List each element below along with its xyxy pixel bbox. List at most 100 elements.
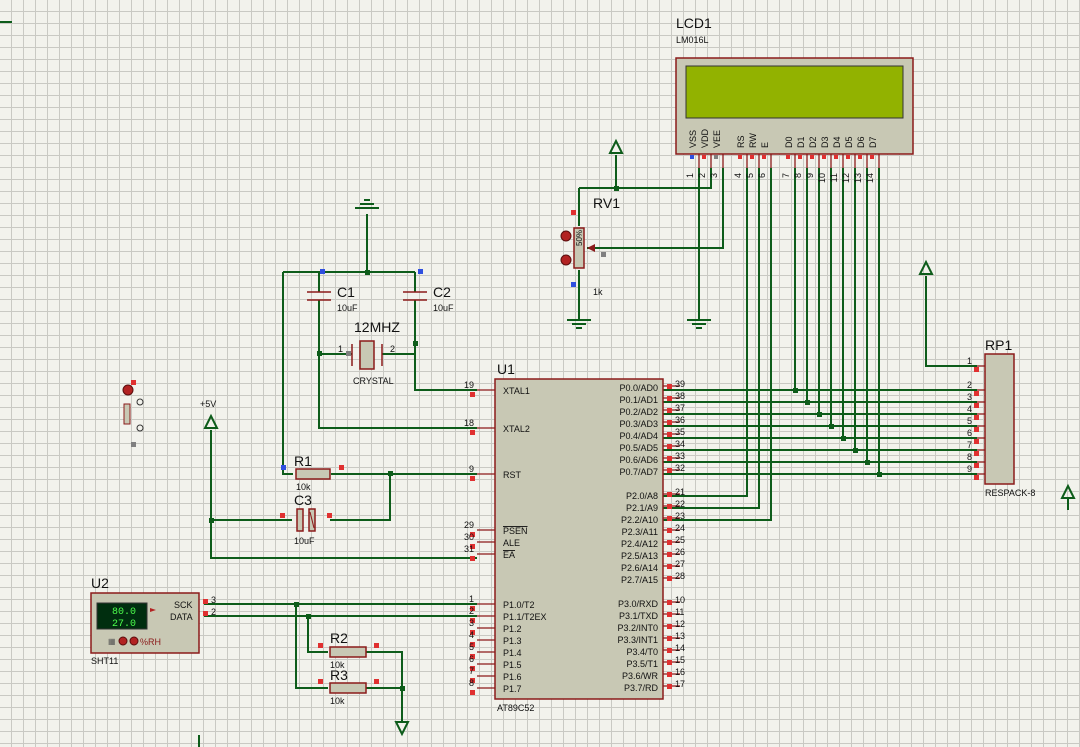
rp1-pin-number: 9 <box>967 464 972 474</box>
rv1-up-button[interactable] <box>560 230 572 242</box>
u1-pin-name: PSEN <box>503 526 528 536</box>
u2-up-button[interactable] <box>129 636 139 646</box>
c3-capacitor[interactable]: C3 10uF <box>280 492 332 546</box>
pin-marker <box>974 403 979 408</box>
lcd-pin-number: 2 <box>697 173 707 178</box>
pin-marker <box>667 540 672 545</box>
rp1-pin-number: 8 <box>967 452 972 462</box>
pin-marker <box>667 612 672 617</box>
u1-pin-name: P2.1/A9 <box>626 503 658 513</box>
pin-marker <box>470 476 475 481</box>
pin-marker <box>327 513 332 518</box>
pin-marker <box>470 532 475 537</box>
pin-marker <box>667 504 672 509</box>
pin-marker <box>667 408 672 413</box>
u1-pin-number: 4 <box>469 630 474 640</box>
lcd-pin-label: VEE <box>712 130 722 148</box>
crystal-pin1: 1 <box>338 344 343 354</box>
u1-pin-number: 2 <box>469 606 474 616</box>
pin-marker <box>667 396 672 401</box>
r2-resistor[interactable]: R2 10k <box>318 630 379 670</box>
u1-pin-name: P2.6/A14 <box>621 563 658 573</box>
rp1-ref: RP1 <box>985 337 1012 353</box>
u1-microcontroller[interactable]: U1 AT89C52 19XTAL118XTAL29RST29PSEN30ALE… <box>464 361 685 713</box>
pin-marker <box>320 269 325 274</box>
u1-pin-number: 11 <box>675 607 684 617</box>
u1-pin-number: 38 <box>675 391 685 401</box>
pin-marker <box>667 684 672 689</box>
pin-marker <box>667 624 672 629</box>
u1-pin-name: P1.2 <box>503 624 522 634</box>
u2-pin-data: DATA <box>170 612 193 622</box>
u1-pin-number: 3 <box>469 618 474 628</box>
lcd-pin-number: 7 <box>781 173 791 178</box>
pin-marker <box>667 528 672 533</box>
u1-pin-name: ALE <box>503 538 520 548</box>
u1-pin-number: 36 <box>675 415 685 425</box>
u1-pin-number: 6 <box>469 654 474 664</box>
lcd-pin-number: 14 <box>865 173 875 183</box>
u2-sensor[interactable]: U2 80.0 27.0 ▦ %RH SCK DATA 3 2 SHT11 <box>90 575 216 666</box>
pin-marker <box>470 430 475 435</box>
rv1-potentiometer[interactable]: RV1 50% 1k <box>560 195 620 297</box>
u1-pin-name: RST <box>503 470 522 480</box>
lcd-pin-label: D5 <box>844 136 854 148</box>
c2-capacitor[interactable]: C2 10uF <box>403 269 454 313</box>
rp1-body <box>984 353 1015 485</box>
pin-marker <box>974 367 979 372</box>
u1-pin-number: 10 <box>675 595 685 605</box>
lcd-ref: LCD1 <box>676 15 712 31</box>
u1-pin-number: 25 <box>675 535 685 545</box>
r1-resistor[interactable]: R1 10k <box>281 453 344 492</box>
u1-pin-name: P1.7 <box>503 684 522 694</box>
c1-capacitor[interactable]: C1 10uF <box>307 269 358 313</box>
c2-value: 10uF <box>433 303 454 313</box>
lcd-pins: VSS1VDD2VEE3RS4RW5E6D07D18D29D310D411D51… <box>685 128 880 183</box>
pin-marker <box>714 155 718 159</box>
r2-value: 10k <box>330 660 345 670</box>
lcd-pin-label: D1 <box>796 136 806 148</box>
u1-pin-name: P3.3/INT1 <box>617 635 658 645</box>
ground-arrow-icon <box>394 721 410 737</box>
u1-pin-number: 14 <box>675 643 685 653</box>
c2-ref: C2 <box>433 284 451 300</box>
u1-body <box>494 378 664 700</box>
lcd-pin-label: VDD <box>700 128 710 148</box>
pin-marker <box>470 666 475 671</box>
pin-marker <box>418 269 423 274</box>
pin-marker <box>667 660 672 665</box>
u1-pin-name: P3.1/TXD <box>619 611 659 621</box>
pin-marker <box>974 391 979 396</box>
pin-marker <box>974 415 979 420</box>
pin-marker <box>974 439 979 444</box>
lcd-value: LM016L <box>676 35 709 45</box>
crystal-pin2: 2 <box>390 344 395 354</box>
pin-marker <box>374 679 379 684</box>
u1-pin-name: P1.0/T2 <box>503 600 535 610</box>
lcd-component[interactable]: LCD1 LM016L VSS1VDD2VEE3RS4RW5E6D07D18D2… <box>675 15 914 183</box>
c3-ref: C3 <box>294 492 312 508</box>
u1-pin-number: 35 <box>675 427 685 437</box>
pin-marker <box>346 351 351 356</box>
pin-marker <box>571 210 576 215</box>
u1-pin-name: P0.0/AD0 <box>619 383 658 393</box>
lcd-pin-number: 10 <box>817 173 827 183</box>
push-button-switch[interactable] <box>122 380 144 447</box>
u1-pin-name: XTAL2 <box>503 424 530 434</box>
r3-resistor[interactable]: R3 10k <box>318 667 379 706</box>
u1-pin-number: 31 <box>464 544 474 554</box>
u2-pin-sck: SCK <box>174 600 193 610</box>
u1-left-pins: 19XTAL118XTAL29RST29PSEN30ALE31EA1P1.0/T… <box>464 380 547 695</box>
rv1-down-button[interactable] <box>560 254 572 266</box>
u2-down-button[interactable] <box>118 636 128 646</box>
crystal-component[interactable]: 12MHZ 1 2 CRYSTAL <box>338 319 400 386</box>
switch-button-icon[interactable] <box>122 384 134 396</box>
pin-marker <box>470 392 475 397</box>
power-arrow-icon <box>1060 483 1076 510</box>
u1-pin-name: P2.4/A12 <box>621 539 658 549</box>
u1-pin-name: P0.3/AD3 <box>619 419 658 429</box>
u1-pin-name: EA <box>503 550 515 560</box>
